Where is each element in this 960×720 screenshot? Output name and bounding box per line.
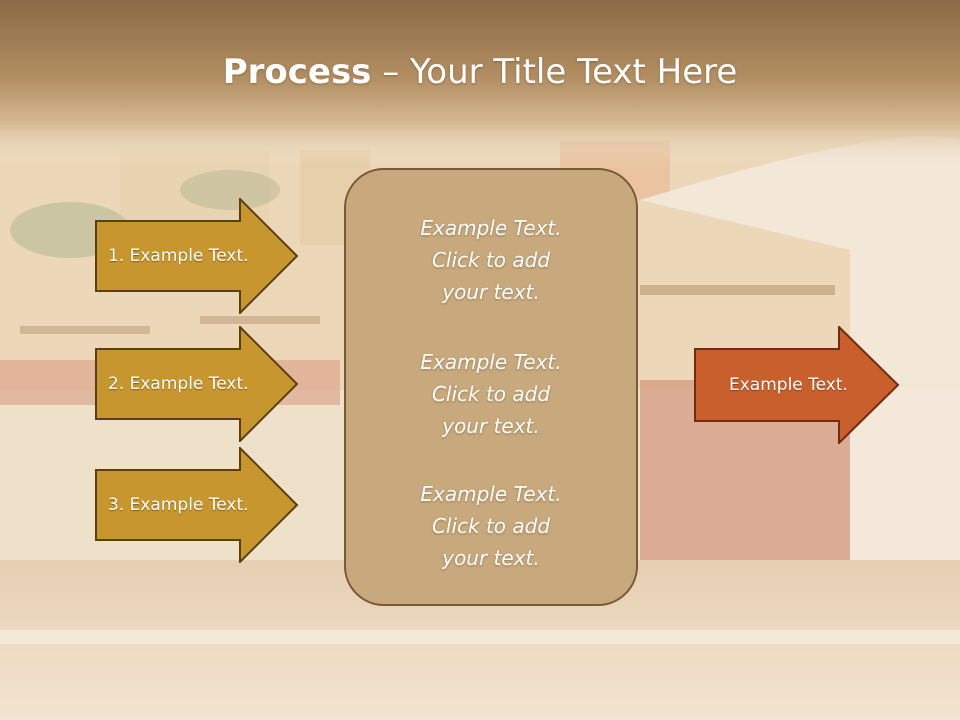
step-label-1: 1. Example Text. [108, 246, 249, 266]
step-label-3: 3. Example Text. [108, 495, 249, 515]
center-process-box[interactable]: Example Text. Click to add your text. Ex… [344, 168, 638, 606]
step-arrow-3[interactable]: 3. Example Text. [95, 447, 299, 563]
arrow-right-icon [95, 326, 299, 442]
title-rest: – Your Title Text Here [371, 52, 738, 92]
step-arrow-1[interactable]: 1. Example Text. [95, 198, 299, 314]
arrow-right-icon [95, 447, 299, 563]
slide-title: Process – Your Title Text Here [0, 52, 960, 92]
output-arrow[interactable]: Example Text. [694, 326, 900, 444]
arrow-right-icon [95, 198, 299, 314]
arrow-right-icon [694, 326, 900, 444]
center-text-2: Example Text. Click to add your text. [420, 350, 562, 438]
step-label-2: 2. Example Text. [108, 374, 249, 394]
center-text-1: Example Text. Click to add your text. [420, 216, 562, 304]
title-bold: Process [222, 52, 372, 92]
output-label: Example Text. [729, 375, 848, 395]
center-text-3: Example Text. Click to add your text. [420, 482, 562, 570]
step-arrow-2[interactable]: 2. Example Text. [95, 326, 299, 442]
